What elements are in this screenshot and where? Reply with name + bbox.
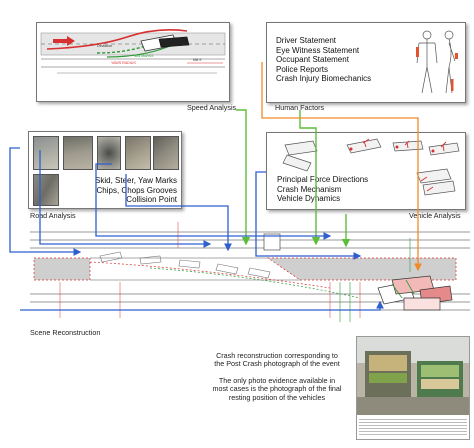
rest-vehicle-4 — [403, 297, 441, 311]
road-photo-4 — [125, 136, 151, 170]
photo-note-line-5: most cases is the photograph of the fina… — [212, 384, 342, 394]
speed-analysis-diagram: Deviation YAW MARKS YAWS RADIUS MM S — [40, 29, 226, 74]
human-factors-caption: Human Factors — [275, 103, 325, 112]
speed-direction-arrow — [53, 36, 75, 46]
vehicle-dynamics: Vehicle Dynamics — [277, 194, 341, 203]
human-factor-eye-witness: Eye Witness Statement — [276, 45, 360, 55]
scene-skid-green — [149, 267, 361, 299]
photo-note-line-4: The only photo evidence available in — [218, 375, 336, 385]
human-factor-biomechanics: Crash Injury Biomechanics — [276, 74, 372, 83]
photo-caption-text — [359, 417, 467, 437]
post-crash-photo-frame — [356, 336, 470, 440]
road-analysis-collision-point: Collision Point — [126, 195, 177, 204]
human-factor-occupant: Occupant Statement — [276, 55, 349, 64]
speed-analysis-caption: Speed Analysis — [187, 103, 237, 112]
road-photo-5 — [153, 136, 179, 170]
human-factor-police: Police Reports — [276, 64, 329, 74]
scene-skid-red — [89, 261, 331, 289]
road-photo-6 — [33, 174, 59, 206]
speed-analysis-panel: Deviation YAW MARKS YAWS RADIUS MM S — [36, 22, 230, 102]
road-analysis-marks: Skid, Steer, Yaw Marks — [95, 176, 177, 185]
speed-label-mm: MM S — [193, 58, 201, 62]
photo-note-line-6: resting position of the vehicles — [228, 392, 326, 402]
vehicle-analysis-caption: Vehicle Analysis — [409, 211, 461, 220]
post-crash-photo — [357, 337, 469, 415]
speed-label-yaw-radius: YAWS RADIUS — [111, 61, 136, 65]
vehicle-principal-force: Principal Force Directions — [277, 175, 369, 184]
road-photo-1 — [33, 136, 59, 170]
photo-note-line-2: the Post Crash photograph of the event — [214, 359, 340, 369]
median-band — [33, 257, 91, 281]
human-factors-panel: Driver Statement Eye Witness Statement O… — [266, 22, 466, 103]
speed-label-deviation: Deviation — [97, 44, 112, 48]
road-analysis-panel: Skid, Steer, Yaw Marks Chips, Chops Groo… — [28, 131, 182, 209]
photo-note-line-1: Crash reconstruction corresponding to — [216, 351, 338, 360]
road-analysis-grooves: Chips, Chops Grooves — [96, 185, 177, 195]
human-factor-driver: Driver Statement — [276, 36, 337, 45]
body-figure-diagram — [416, 30, 458, 94]
photo-note: Crash reconstruction corresponding to th… — [196, 351, 358, 402]
vehicle-crash-mechanism: Crash Mechanism — [277, 184, 342, 194]
speed-label-yaw-marks: YAW MARKS — [133, 54, 154, 58]
yaw-red-curve — [46, 29, 188, 50]
scene-reconstruction-diagram — [30, 222, 470, 322]
scene-reconstruction-caption: Scene Reconstruction — [30, 328, 101, 337]
road-photo-3 — [97, 136, 121, 170]
speed-vehicle-shape-2 — [158, 36, 190, 48]
road-photo-2 — [63, 136, 93, 170]
vehicle-analysis-panel: Principal Force Directions Crash Mechani… — [266, 132, 466, 210]
median-box — [263, 233, 281, 251]
